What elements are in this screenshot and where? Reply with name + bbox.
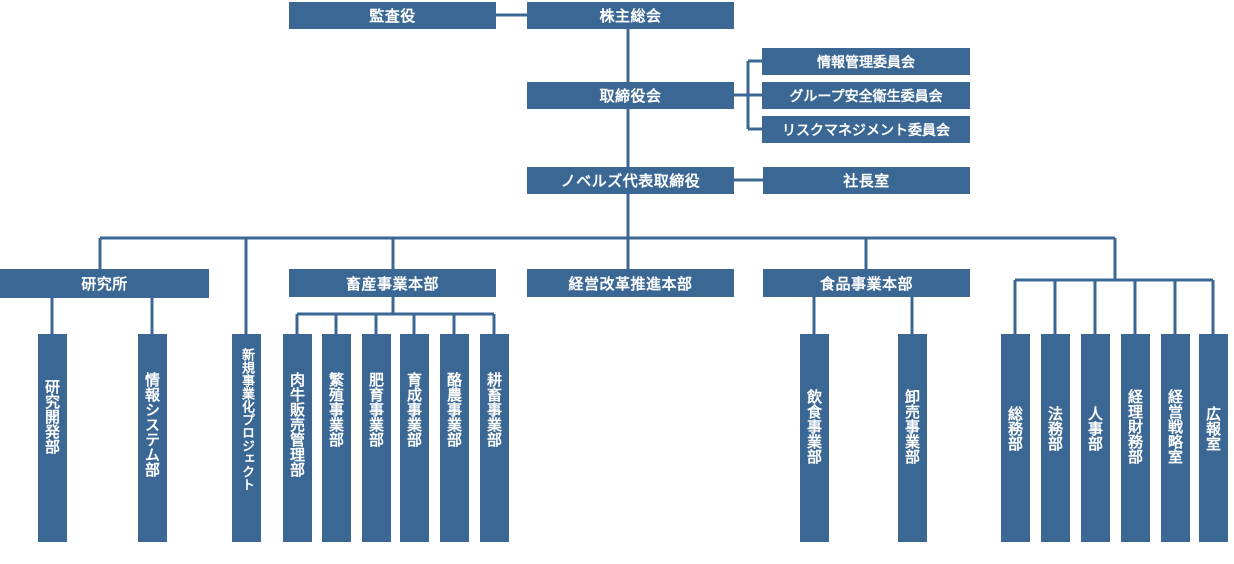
food-hq-box: 食品事業本部 xyxy=(763,269,970,297)
wholesale-dept-box: 卸売事業部 xyxy=(898,334,927,542)
reform-hq-box: 経営改革推進本部 xyxy=(527,269,734,297)
auditor-box: 監査役 xyxy=(289,2,496,29)
shareholders-meeting-box: 株主総会 xyxy=(527,2,734,29)
beef-sales-dept-box: 肉牛販売管理部 xyxy=(283,334,312,542)
hr-dept-box: 人事部 xyxy=(1081,334,1110,542)
is-dept-box: 情報システム部 xyxy=(138,334,167,542)
fattening-dept-box: 肥育事業部 xyxy=(362,334,391,542)
new-business-project-box: 新規事業化プロジェクト xyxy=(232,334,261,542)
restaurant-dept-box: 飲食事業部 xyxy=(800,334,829,542)
general-affairs-dept-box: 総務部 xyxy=(1001,334,1030,542)
pr-office-box: 広報室 xyxy=(1199,334,1228,542)
livestock-hq-box: 畜産事業本部 xyxy=(289,269,496,297)
board-of-directors-box: 取締役会 xyxy=(527,82,734,109)
research-institute-box: 研究所 xyxy=(0,269,209,298)
breeding-dept-box: 繁殖事業部 xyxy=(322,334,351,542)
president-office-box: 社長室 xyxy=(763,167,970,194)
group-safety-committee-box: グループ安全衛生委員会 xyxy=(762,82,970,109)
strategy-office-box: 経営戦略室 xyxy=(1161,334,1190,542)
rearing-dept-box: 育成事業部 xyxy=(400,334,429,542)
legal-dept-box: 法務部 xyxy=(1041,334,1070,542)
info-management-committee-box: 情報管理委員会 xyxy=(762,48,970,75)
crop-livestock-dept-box: 耕畜事業部 xyxy=(480,334,509,542)
risk-management-committee-box: リスクマネジメント委員会 xyxy=(762,116,970,143)
ceo-box: ノベルズ代表取締役 xyxy=(527,167,734,194)
rd-dept-box: 研究開発部 xyxy=(38,334,67,542)
finance-dept-box: 経理財務部 xyxy=(1121,334,1150,542)
dairy-dept-box: 酪農事業部 xyxy=(440,334,469,542)
